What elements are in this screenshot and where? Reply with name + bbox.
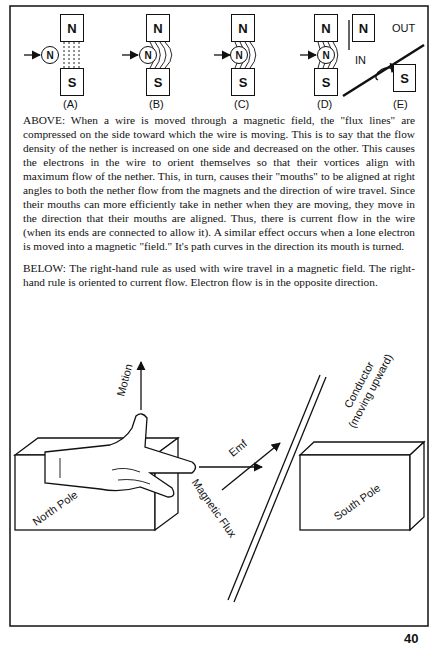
electron-circle: N bbox=[139, 46, 157, 64]
node-text: N bbox=[144, 50, 151, 61]
node-text: N bbox=[46, 50, 53, 61]
motion-arrows bbox=[24, 54, 316, 55]
node-text: N bbox=[235, 50, 242, 61]
node-text: S bbox=[400, 71, 409, 86]
hand-detail bbox=[60, 458, 150, 484]
flux-line bbox=[165, 42, 172, 68]
rule-arrows bbox=[141, 362, 280, 490]
panel-label: (E) bbox=[393, 98, 408, 110]
pole-block: South Pole bbox=[312, 478, 402, 526]
pole-block: North Pole bbox=[17, 488, 93, 528]
magnet-pole: S bbox=[314, 68, 338, 96]
conductor bbox=[228, 375, 326, 602]
flux-line bbox=[64, 42, 65, 68]
node-text: N bbox=[238, 21, 247, 36]
flux-line bbox=[69, 42, 70, 68]
magnet-pole: N bbox=[314, 14, 338, 42]
arrow-label: Conductor (moving upward) bbox=[334, 345, 396, 431]
electron-circle: N bbox=[230, 46, 248, 64]
flux-line bbox=[250, 42, 256, 68]
direction-label: IN bbox=[355, 54, 366, 66]
magnet-pole: N bbox=[146, 14, 170, 42]
node-text: S bbox=[68, 75, 77, 90]
page-frame bbox=[10, 6, 428, 626]
flux-line bbox=[74, 42, 75, 68]
caption-paragraph: BELOW: The right-hand rule as used with … bbox=[23, 261, 415, 289]
flux-line bbox=[79, 42, 80, 68]
caption-paragraph: ABOVE: When a wire is moved through a ma… bbox=[23, 113, 415, 253]
arrow-label: Magnetic Flux bbox=[190, 477, 239, 540]
magnet-pole: N bbox=[352, 14, 375, 42]
node-text: N bbox=[321, 21, 330, 36]
magnet-pole: N bbox=[60, 14, 84, 42]
node-text: N bbox=[359, 21, 368, 36]
node-text: South Pole bbox=[332, 482, 383, 523]
electron-circle: N bbox=[41, 46, 59, 64]
magnet-pole: S bbox=[393, 64, 416, 92]
page-number: 40 bbox=[404, 631, 418, 646]
node-text: S bbox=[239, 75, 248, 90]
node-text: S bbox=[322, 75, 331, 90]
direction-label: OUT bbox=[392, 22, 415, 34]
right-hand bbox=[45, 414, 196, 497]
panel-label: (D) bbox=[317, 98, 332, 110]
magnet-pole: S bbox=[60, 68, 84, 96]
node-text: N bbox=[153, 21, 162, 36]
panel-label: (C) bbox=[234, 98, 249, 110]
magnet-pole: N bbox=[231, 14, 255, 42]
node-text: North Pole bbox=[30, 488, 79, 528]
arrow-label: Emf bbox=[226, 437, 249, 459]
arrow-label: Motion bbox=[114, 362, 134, 397]
magnet-pole: S bbox=[146, 68, 170, 96]
node-text: N bbox=[322, 50, 329, 61]
magnet-pole: S bbox=[231, 68, 255, 96]
flux-lines bbox=[64, 42, 338, 68]
panel-label: (B) bbox=[149, 98, 164, 110]
panel-label: (A) bbox=[63, 98, 78, 110]
node-text: N bbox=[67, 21, 76, 36]
electron-circle: N bbox=[317, 46, 335, 64]
flux-line bbox=[160, 42, 166, 68]
node-text: S bbox=[154, 75, 163, 90]
